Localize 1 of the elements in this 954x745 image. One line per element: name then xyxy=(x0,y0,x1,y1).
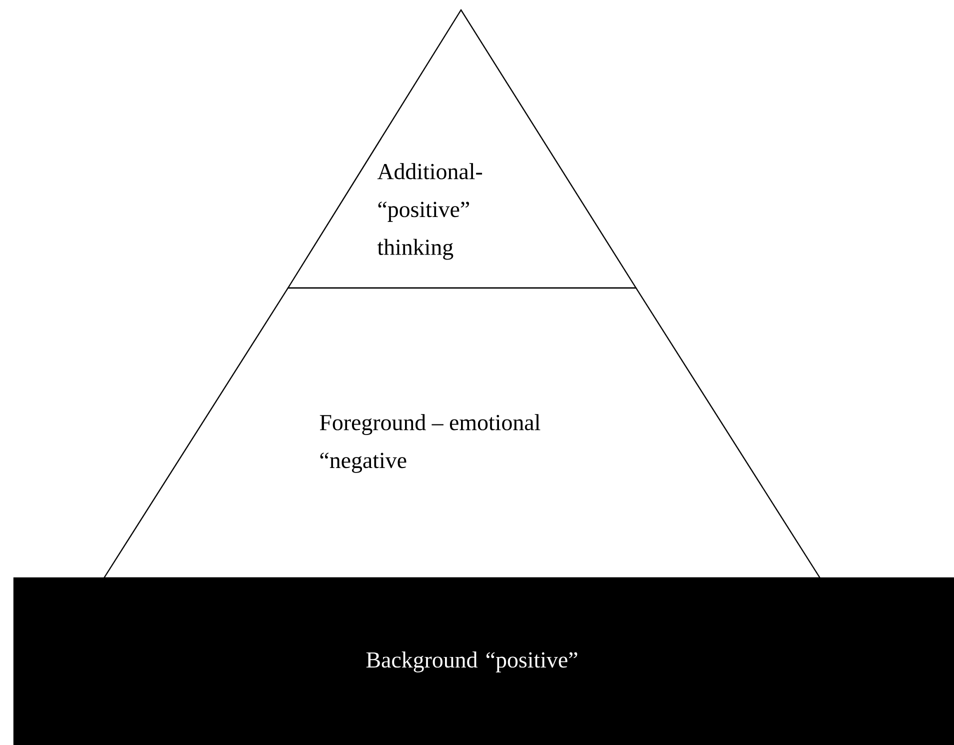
base-band: Background “positive” xyxy=(13,577,954,745)
